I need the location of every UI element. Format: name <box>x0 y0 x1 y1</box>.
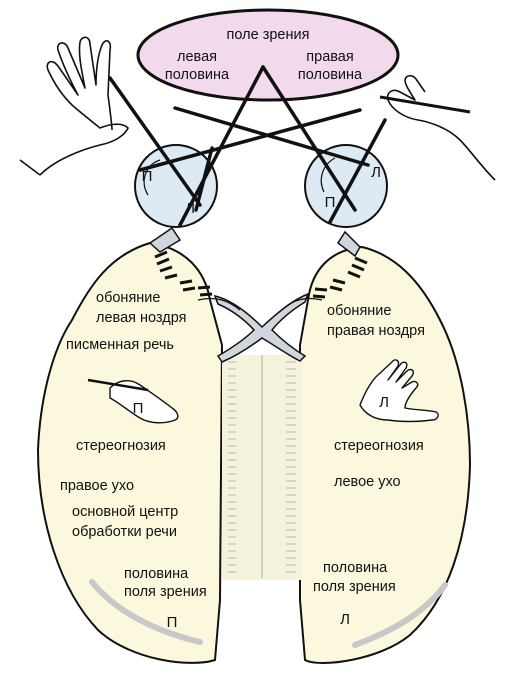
visual-field-right-1: правая <box>306 49 353 65</box>
right-visual-arc <box>352 582 448 648</box>
visual-field-right-2: половина <box>298 67 363 83</box>
left-brain-writing-hand-icon <box>87 378 179 424</box>
right-optic-nerve <box>336 230 361 258</box>
left-vision-letter: П <box>167 614 178 631</box>
left-olfactory-marks <box>154 250 213 297</box>
right-eye-inner-letter: П <box>325 194 336 211</box>
left-eye-cornea <box>143 159 161 196</box>
left-eye-inner-letter: Л <box>185 200 195 217</box>
left-vision-1: половина <box>124 566 189 582</box>
right-eye-outer-letter: Л <box>371 164 381 181</box>
left-pointing-hand-icon <box>19 36 129 176</box>
left-speech-1: основной центр <box>72 504 178 520</box>
visual-field-left-1: левая <box>177 49 217 65</box>
label-layer: поле зрениялеваяполовинаправаяполовинаПЛ… <box>60 27 425 631</box>
right-smell-1: обоняние <box>327 303 391 319</box>
left-visual-arc <box>89 579 203 645</box>
left-smell-2: левая ноздря <box>96 310 186 326</box>
optic-chiasm <box>213 292 310 363</box>
right-hand-letter: Л <box>379 394 389 411</box>
right-vision-letter: Л <box>340 611 350 628</box>
right-hemisphere <box>299 245 472 664</box>
right-vision-2: поля зрения <box>313 579 396 595</box>
visual-field-left-2: половина <box>165 67 230 83</box>
right-ear: левое ухо <box>334 474 401 490</box>
left-speech-2: обработки речи <box>72 524 177 540</box>
left-optic-nerve <box>148 226 182 253</box>
right-smell-2: правая ноздря <box>327 323 425 339</box>
left-eye <box>134 144 218 228</box>
right-stereognosis: стереогнозия <box>334 438 424 454</box>
right-brain-open-hand-icon <box>359 359 439 423</box>
callosum-fibers <box>228 361 296 573</box>
left-writing: писменная речь <box>66 337 174 353</box>
left-hemisphere <box>36 241 224 664</box>
right-eye-cornea <box>320 157 336 193</box>
right-vision-1: половина <box>323 560 388 576</box>
left-ear: правое ухо <box>60 478 134 494</box>
left-hand-letter: П <box>133 400 144 417</box>
right-olfactory-marks <box>312 256 368 299</box>
right-writing-hand-icon <box>379 74 496 181</box>
visual-field-ellipse <box>136 8 400 102</box>
left-optic-tract-top <box>197 297 241 311</box>
visual-pathway-lines <box>108 65 387 227</box>
left-smell-1: обоняние <box>96 290 160 306</box>
left-vision-2: поля зрения <box>124 584 207 600</box>
right-optic-tract-top <box>281 297 323 311</box>
left-eye-outer-letter: П <box>142 168 153 185</box>
visual-field-title: поле зрения <box>227 27 310 43</box>
left-stereognosis: стереогнозия <box>76 438 166 454</box>
